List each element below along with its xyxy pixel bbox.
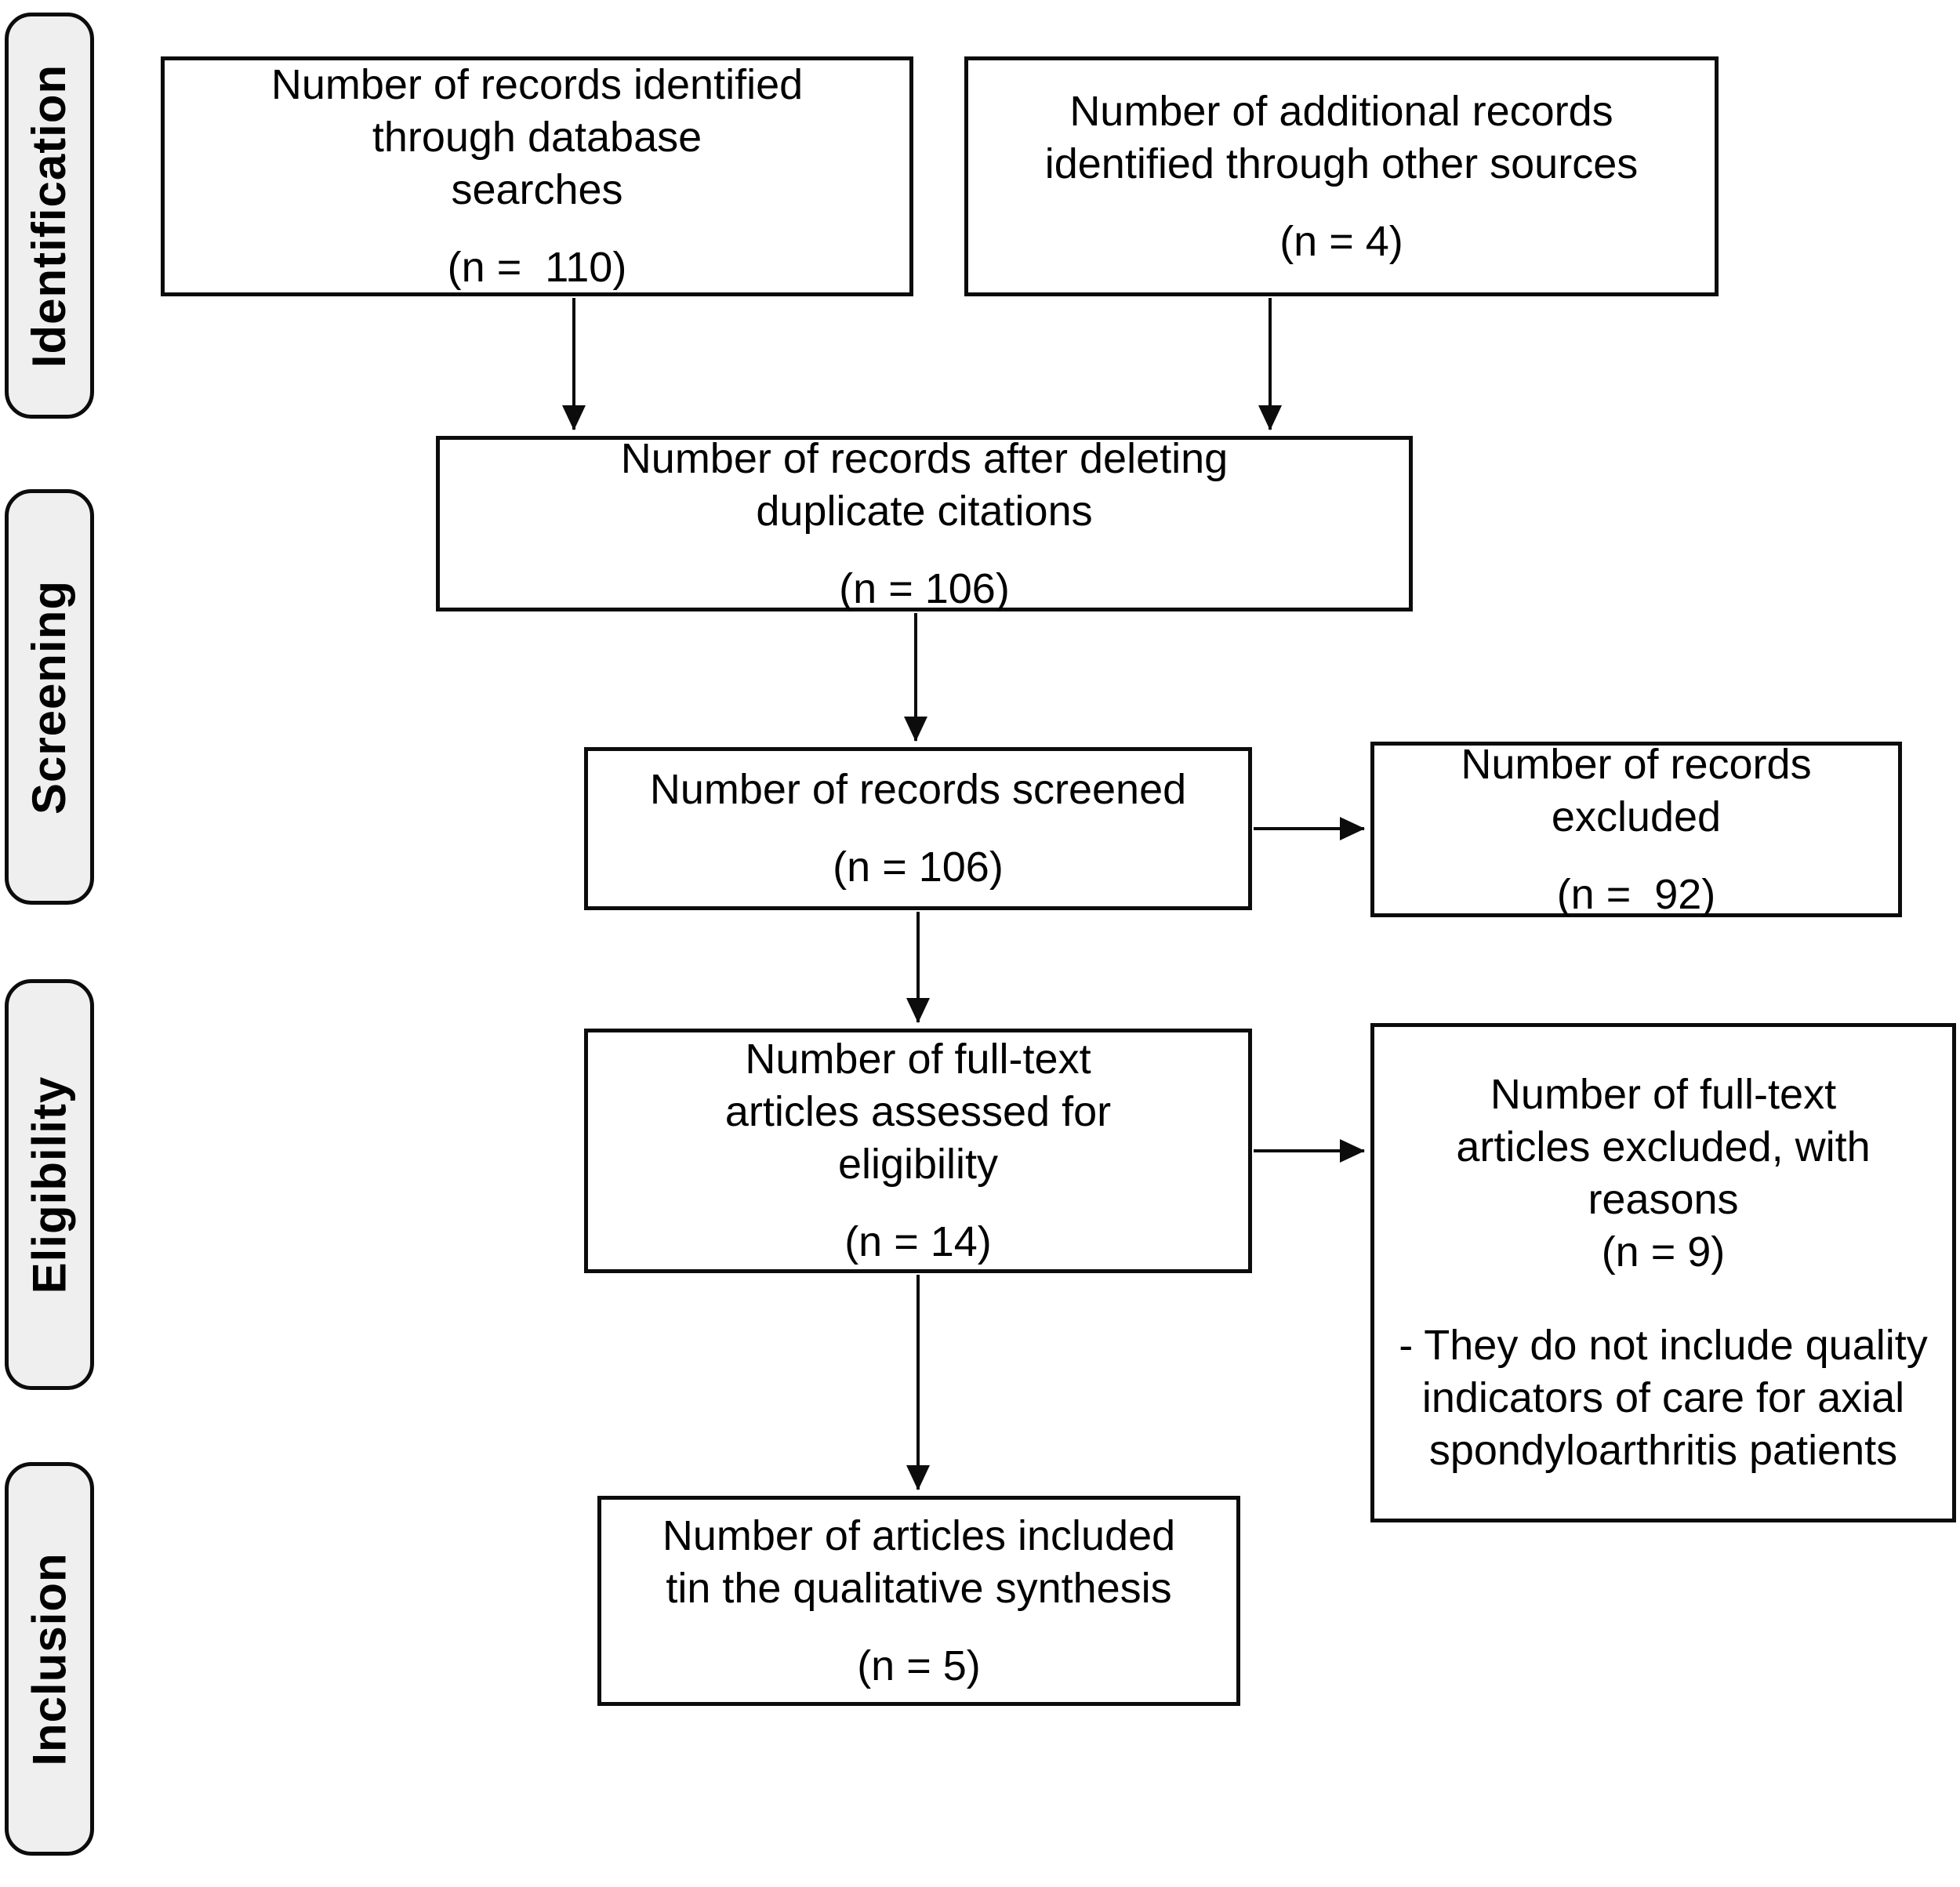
- box-text-line: reasons: [1588, 1176, 1739, 1223]
- box-text-line: tin the qualitative synthesis: [666, 1564, 1172, 1612]
- box-articles-included: Number of articles included tin the qual…: [597, 1496, 1240, 1706]
- box-n-count: (n = 4): [1279, 217, 1403, 265]
- box-text-line: Number of records screened: [649, 766, 1187, 813]
- stage-label-text: Eligibility: [23, 1076, 76, 1294]
- box-records-after-dedup: Number of records after deleting duplica…: [436, 434, 1413, 612]
- box-n-count: (n = 92): [1556, 870, 1716, 918]
- box-n-count: (n = 5): [857, 1642, 981, 1689]
- box-text-line: Number of additional records: [1069, 87, 1613, 135]
- box-text-line: through database: [372, 114, 702, 161]
- box-text-line: articles assessed for: [724, 1088, 1112, 1135]
- stage-label-identification: Identification: [5, 13, 94, 419]
- box-text-line: duplicate citations: [756, 487, 1093, 535]
- stage-label-eligibility: Eligibility: [5, 979, 94, 1390]
- stage-label-text: Inclusion: [23, 1551, 76, 1766]
- box-text-line: Number of records after deleting: [620, 434, 1229, 482]
- box-additional-records: Number of additional records identified …: [964, 56, 1719, 296]
- box-text-line: articles excluded, with: [1456, 1123, 1871, 1170]
- box-text-line: Number of records identified: [270, 61, 804, 108]
- box-text-line: searches: [451, 166, 623, 213]
- box-text-line: Number of full-text: [745, 1036, 1091, 1083]
- box-records-excluded: Number of records excluded (n = 92): [1370, 741, 1902, 918]
- box-n-count: (n = 106): [833, 844, 1004, 891]
- box-text-line: excluded: [1551, 793, 1722, 840]
- stage-label-text: Identification: [23, 64, 76, 368]
- stage-label-screening: Screening: [5, 489, 94, 905]
- box-text-line: eligibility: [837, 1141, 999, 1188]
- exclusion-reasons: - They do not include quality indicators…: [1399, 1319, 1927, 1477]
- stage-label-text: Screening: [23, 579, 76, 815]
- box-n-count: (n = 106): [839, 564, 1010, 612]
- box-text-line: identified through other sources: [1044, 140, 1639, 187]
- reason-text-line: spondyloarthritis patients: [1428, 1427, 1898, 1474]
- box-n-count: (n = 9): [1601, 1228, 1726, 1276]
- box-text-line: Number of records: [1461, 740, 1812, 788]
- box-fulltext-assessed: Number of full-text articles assessed fo…: [584, 1029, 1252, 1273]
- box-text-line: Number of full-text: [1490, 1071, 1837, 1118]
- box-records-identified: Number of records identified through dat…: [161, 56, 913, 296]
- box-n-count: (n = 14): [844, 1218, 992, 1265]
- box-text-line: Number of articles included: [662, 1511, 1176, 1559]
- box-fulltext-excluded: Number of full-text articles excluded, w…: [1370, 1023, 1956, 1522]
- box-records-screened: Number of records screened (n = 106): [584, 747, 1252, 910]
- reason-text-line: - They do not include quality: [1399, 1322, 1928, 1369]
- box-n-count: (n = 110): [447, 244, 627, 291]
- reason-text-line: indicators of care for axial: [1421, 1374, 1905, 1421]
- stage-label-inclusion: Inclusion: [5, 1462, 94, 1856]
